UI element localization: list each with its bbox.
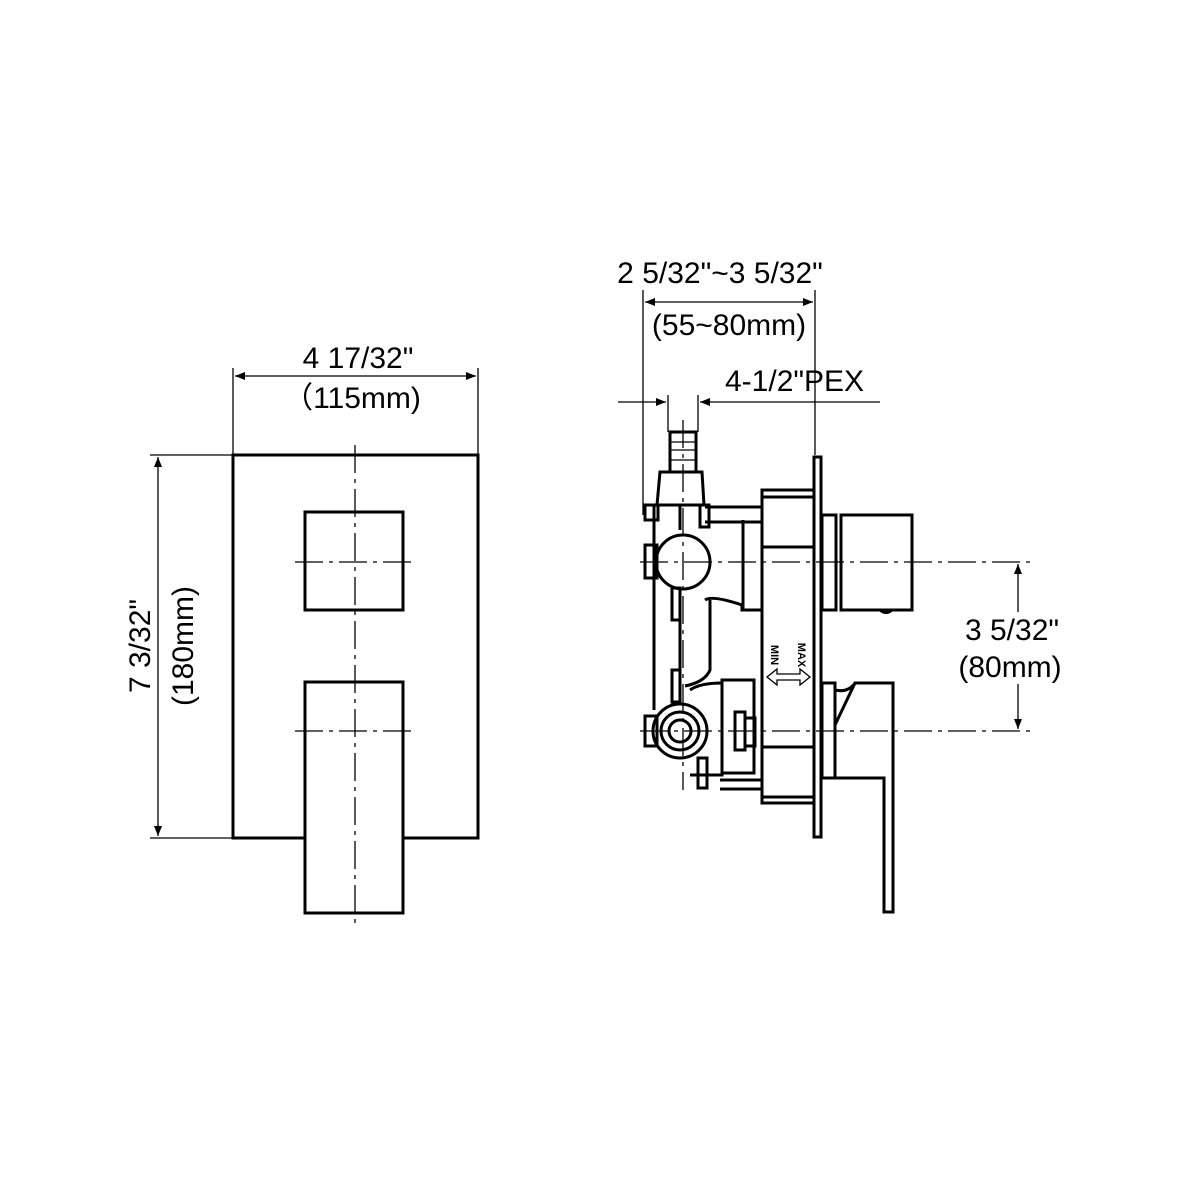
min-label: MIN [768, 645, 780, 665]
depth-inches: 2 5/32"~3 5/32" [617, 257, 823, 290]
spacing-inches: 3 5/32" [965, 614, 1059, 647]
depth-mm: (55~80mm) [652, 309, 806, 342]
height-inches: 7 3/32" [124, 599, 157, 693]
diverter-knob [303, 510, 405, 612]
width-mm: （115mm) [283, 382, 421, 415]
mixer-lever [303, 680, 405, 915]
pex-label: 4-1/2"PEX [725, 365, 864, 398]
spacing-mm: (80mm) [958, 651, 1061, 684]
width-inches: 4 17/32" [303, 342, 414, 375]
adjust-range-arrow-icon [765, 667, 812, 687]
front-view: 4 17/32" （115mm) 7 3/32" (180mm) [124, 342, 480, 928]
mixer-lever-side [833, 681, 895, 914]
height-mm: (180mm) [167, 586, 200, 706]
max-label: MAX [795, 643, 807, 668]
side-view: MIN MAX 2 5/32"~3 5/32" (55~80mm) 4-1/2"… [617, 257, 1080, 914]
wall-plate-side [812, 455, 823, 839]
